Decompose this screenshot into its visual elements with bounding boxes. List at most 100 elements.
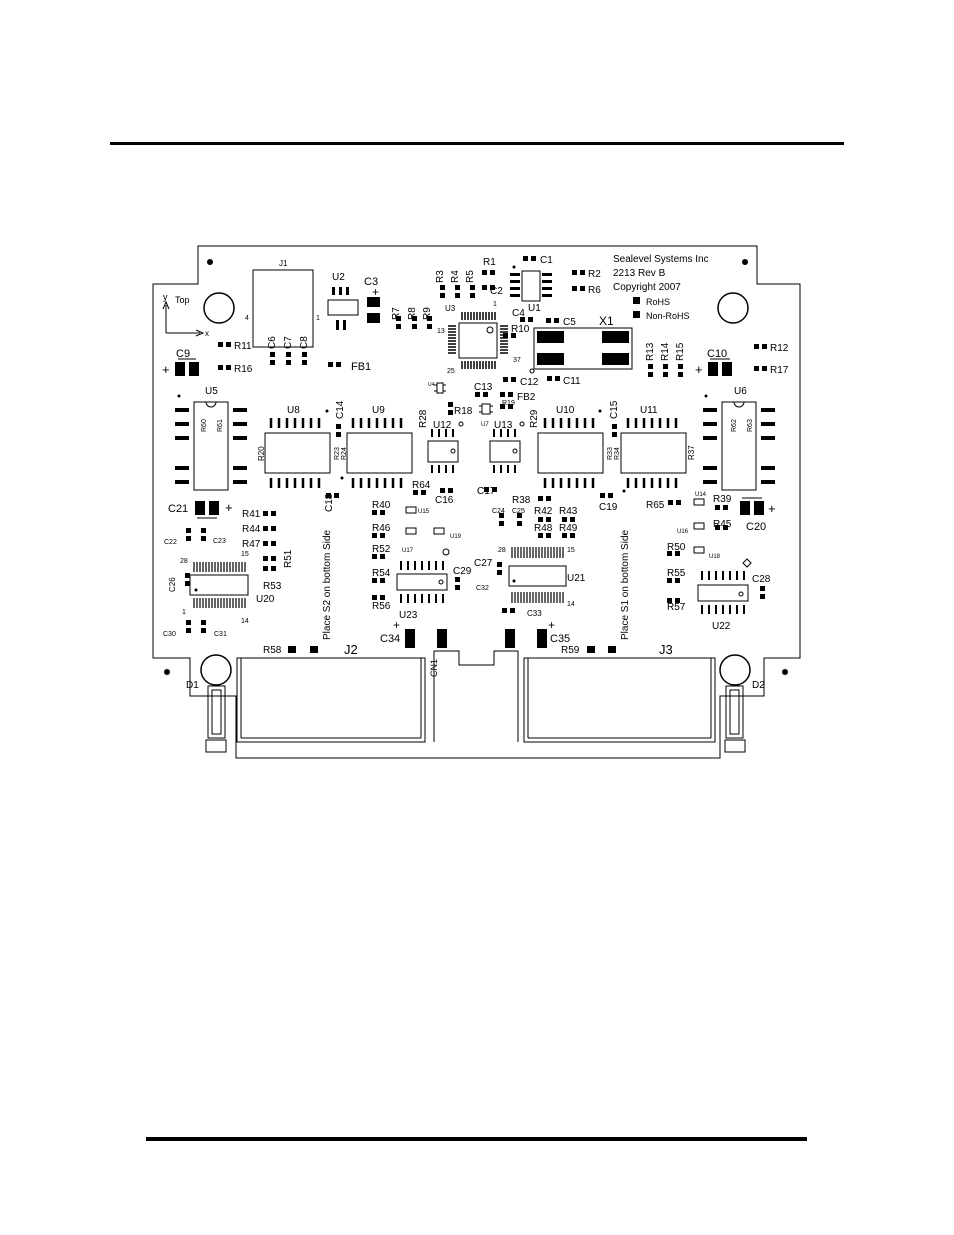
u4-outline bbox=[434, 382, 446, 394]
r52-designator: R52 bbox=[372, 544, 391, 555]
c5-designator: C5 bbox=[563, 317, 576, 328]
r56-designator: R56 bbox=[372, 601, 391, 612]
c34-c35-capacitors bbox=[405, 629, 547, 648]
rohs-legend-marker bbox=[633, 297, 640, 304]
c26-designator: C26 bbox=[168, 577, 177, 592]
c17-designator: C17 bbox=[477, 486, 496, 497]
j1-outline bbox=[252, 269, 314, 348]
c3-designator: C3 bbox=[364, 276, 378, 288]
r7-designator: R7 bbox=[391, 307, 402, 320]
rohs-legend-label: RoHS bbox=[646, 297, 670, 307]
c35-polarity-plus: + bbox=[548, 618, 555, 632]
axis-y-label: y bbox=[163, 292, 168, 302]
u12-u13-outline bbox=[427, 421, 525, 473]
r63-designator: R63 bbox=[747, 419, 754, 432]
r49-designator: R49 bbox=[559, 523, 578, 534]
u14-designator: U14 bbox=[695, 492, 707, 498]
u20-designator: U20 bbox=[256, 594, 275, 605]
c9-polarity-plus: + bbox=[162, 362, 170, 377]
u21-pin28-label: 28 bbox=[498, 547, 506, 554]
u3-designator: U3 bbox=[445, 304, 456, 313]
u6-outline bbox=[703, 394, 775, 491]
header-rule bbox=[110, 142, 844, 145]
u10-designator: U10 bbox=[556, 405, 575, 416]
u1-outline bbox=[510, 265, 552, 302]
r19-designator: R19 bbox=[502, 400, 515, 407]
u15-designator: U15 bbox=[418, 509, 430, 515]
cn1-designator: CN1 bbox=[429, 659, 439, 677]
c29-designator: C29 bbox=[453, 566, 472, 577]
c10-capacitor bbox=[708, 362, 732, 376]
r14-designator: R14 bbox=[660, 342, 671, 361]
r33-designator: R33 bbox=[607, 447, 614, 460]
r29-designator: R29 bbox=[529, 409, 540, 428]
u23-outline bbox=[396, 548, 450, 603]
axis-top-label: Top bbox=[175, 295, 190, 305]
c15-designator: C15 bbox=[609, 400, 620, 419]
r42-designator: R42 bbox=[534, 506, 553, 517]
c35-designator: C35 bbox=[550, 633, 570, 645]
nonrohs-legend-label: Non-RoHS bbox=[646, 311, 690, 321]
r15-designator: R15 bbox=[675, 342, 686, 361]
c21-capacitor bbox=[195, 501, 219, 515]
r23-designator: R23 bbox=[334, 447, 341, 460]
c20-capacitor bbox=[740, 501, 764, 515]
r65-pads bbox=[668, 500, 681, 505]
j3-designator: J3 bbox=[659, 642, 673, 657]
r13-designator: R13 bbox=[645, 342, 656, 361]
c21-polarity-plus: + bbox=[225, 500, 233, 515]
c20-designator: C20 bbox=[746, 521, 766, 533]
r28-designator: R28 bbox=[418, 409, 429, 428]
r9-designator: R9 bbox=[422, 307, 433, 320]
soic-chips bbox=[264, 409, 687, 493]
r41-designator: R41 bbox=[242, 509, 261, 520]
u3-pin13-label: 13 bbox=[437, 328, 445, 335]
c28-designator: C28 bbox=[752, 574, 771, 585]
r5-designator: R5 bbox=[465, 270, 476, 283]
u22-designator: U22 bbox=[712, 621, 731, 632]
axis-indicator: y Top x bbox=[162, 292, 209, 338]
c11-designator: C11 bbox=[563, 376, 581, 387]
c22-designator: C22 bbox=[164, 539, 177, 546]
c25-designator: C25 bbox=[512, 508, 525, 515]
r6-designator: R6 bbox=[588, 285, 601, 296]
u23-designator: U23 bbox=[399, 610, 418, 621]
cn1-outline bbox=[433, 650, 519, 742]
revision-label: 2213 Rev B bbox=[613, 268, 666, 279]
c34-polarity-plus: + bbox=[393, 618, 400, 632]
mounting-hole-right bbox=[717, 292, 749, 324]
r55-designator: R55 bbox=[667, 568, 686, 579]
u5-designator: U5 bbox=[205, 386, 218, 397]
d1-designator: D1 bbox=[186, 680, 199, 691]
r46-designator: R46 bbox=[372, 523, 391, 534]
u21-pin14-label: 14 bbox=[567, 601, 575, 608]
r53-designator: R53 bbox=[263, 581, 282, 592]
c27-designator: C27 bbox=[474, 558, 493, 569]
r64-designator: R64 bbox=[412, 480, 431, 491]
c18-designator: C18 bbox=[324, 493, 335, 512]
u19-designator: U19 bbox=[450, 534, 462, 540]
c12-designator: C12 bbox=[520, 377, 539, 388]
r3-designator: R3 bbox=[435, 270, 446, 283]
r39-designator: R39 bbox=[713, 494, 732, 505]
u20-pin15-label: 15 bbox=[241, 551, 249, 558]
u20-outline bbox=[189, 562, 249, 608]
c8-designator: C8 bbox=[299, 336, 310, 349]
r65-designator: R65 bbox=[646, 500, 665, 511]
u11-designator: U11 bbox=[640, 405, 658, 416]
r20-designator: R20 bbox=[257, 446, 266, 461]
c34-designator: C34 bbox=[380, 633, 400, 645]
r47-designator: R47 bbox=[242, 539, 261, 550]
c7-designator: C7 bbox=[283, 336, 294, 349]
u21-outline bbox=[508, 547, 567, 603]
u7-designator: U7 bbox=[481, 422, 489, 428]
fb1-designator: FB1 bbox=[351, 361, 371, 373]
d2-led bbox=[719, 654, 751, 753]
r4-designator: R4 bbox=[450, 270, 461, 283]
u1-designator: U1 bbox=[528, 303, 541, 314]
c23-designator: C23 bbox=[213, 538, 226, 545]
r61-designator: R61 bbox=[217, 419, 224, 432]
fb2-designator: FB2 bbox=[517, 392, 536, 403]
r18-designator: R18 bbox=[454, 406, 473, 417]
s2-placement-note: Place S2 on bottom Side bbox=[322, 529, 333, 640]
